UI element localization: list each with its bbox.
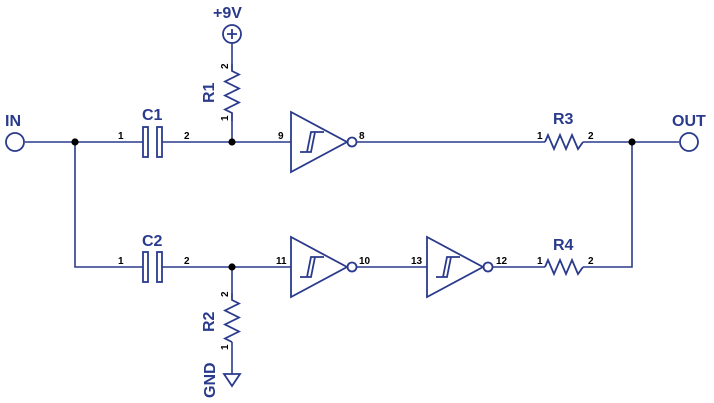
junction-r2: [228, 263, 236, 271]
junction-out: [628, 138, 636, 146]
plus-icon: [227, 29, 237, 39]
c2-plate-left: [142, 251, 149, 283]
c2-plate-right: [156, 251, 163, 283]
c1-plate-left: [142, 126, 149, 158]
u1-bubble: [346, 136, 358, 148]
supply-terminal: [222, 24, 242, 44]
pin-label: 2: [184, 256, 190, 267]
resistor-r4: R4 1 2: [537, 237, 594, 277]
wire-in-branch: [74, 142, 143, 268]
schmitt-inverter-u2: 11 10: [276, 235, 371, 299]
pin-label: 2: [588, 131, 594, 142]
r1-label: R1: [201, 82, 218, 103]
schmitt-inverter-u3: 13 12: [411, 235, 508, 299]
pin-label: 1: [118, 131, 124, 142]
r4-label: R4: [553, 237, 574, 254]
c2-label: C2: [142, 233, 163, 250]
output-label: OUT: [672, 113, 706, 130]
u3-triangle: [426, 235, 485, 299]
r3-zigzag: [544, 132, 584, 152]
ground-label: GND: [202, 362, 219, 398]
input-port: IN: [5, 113, 25, 152]
ground-icon: [222, 373, 242, 388]
u1-triangle: [290, 110, 349, 174]
capacitor-c2: C2 1 2: [118, 233, 190, 283]
capacitor-c1: C1 1 2: [118, 107, 190, 158]
r2-label: R2: [201, 311, 218, 332]
pin-label: 1: [118, 256, 124, 267]
input-label: IN: [5, 113, 21, 130]
wire-r4-return: [583, 142, 633, 268]
resistor-r2: R2 2 1: [201, 291, 242, 350]
junction-r1: [228, 138, 236, 146]
hysteresis-icon: [300, 256, 324, 278]
pin-label: 12: [496, 256, 508, 267]
wires: [25, 43, 679, 374]
pin-label: 1: [220, 115, 231, 121]
c1-label: C1: [142, 107, 163, 124]
output-terminal: [679, 132, 699, 152]
pin-label: 1: [220, 344, 231, 350]
u3-bubble: [482, 261, 494, 273]
r4-zigzag: [544, 257, 584, 277]
pin-label: 1: [537, 131, 543, 142]
junction-in: [71, 138, 79, 146]
ground-symbol: GND: [202, 362, 242, 398]
u2-triangle: [290, 235, 349, 299]
c1-plate-right: [156, 126, 163, 158]
pin-label: 2: [588, 256, 594, 267]
pin-label: 8: [359, 131, 365, 142]
r2-zigzag: [222, 293, 242, 343]
pin-label: 11: [276, 256, 287, 267]
resistor-r1: R1 2 1: [201, 63, 242, 121]
pin-label: 2: [220, 63, 231, 69]
hysteresis-icon: [300, 131, 324, 153]
pin-label: 1: [537, 256, 543, 267]
r3-label: R3: [553, 111, 574, 128]
pin-label: 9: [278, 131, 284, 142]
input-terminal: [5, 132, 25, 152]
u2-bubble: [346, 261, 358, 273]
pin-label: 13: [411, 256, 423, 267]
pin-label: 2: [184, 131, 190, 142]
hysteresis-icon: [436, 256, 460, 278]
supply-label: +9V: [213, 5, 242, 22]
output-port: OUT: [672, 113, 706, 152]
schmitt-inverter-u1: 9 8: [278, 110, 365, 174]
pin-label: 2: [220, 291, 231, 297]
r1-zigzag: [222, 64, 242, 121]
resistor-r3: R3 1 2: [537, 111, 594, 152]
pin-label: 10: [359, 256, 371, 267]
supply-positive: +9V: [213, 5, 242, 44]
